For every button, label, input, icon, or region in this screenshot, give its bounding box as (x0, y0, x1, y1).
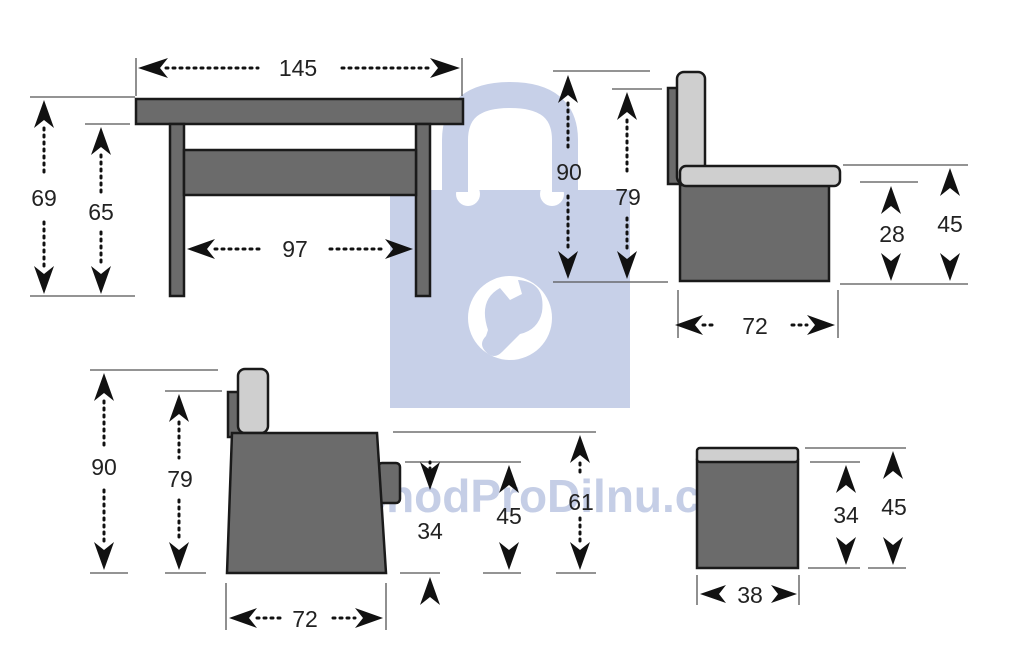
table-apron (182, 148, 418, 197)
stool-drawing (695, 446, 800, 570)
dim-label-90-chair: 90 (91, 454, 117, 480)
sofa-base (678, 183, 831, 283)
dim-label-34-stool: 34 (833, 502, 859, 528)
dim-label-28: 28 (879, 221, 905, 247)
dim-label-45-stool: 45 (881, 494, 907, 520)
dim-sofa-base: 28 (879, 186, 905, 281)
dim-table-under-top: 65 (88, 127, 114, 294)
dim-label-45-chair: 45 (496, 503, 522, 529)
chair-back-cushion (236, 367, 270, 435)
dim-sofa-backrest: 79 (615, 92, 641, 279)
dim-label-65: 65 (88, 199, 114, 225)
dim-chair-armrest: 61 (568, 435, 594, 570)
dim-chair-backrest: 79 (167, 394, 193, 570)
dim-label-79-sofa: 79 (615, 184, 641, 210)
dim-label-97: 97 (282, 236, 308, 262)
stool-base (695, 458, 800, 570)
dim-label-61: 61 (568, 489, 594, 515)
dim-label-90-sofa: 90 (556, 159, 582, 185)
dim-label-145: 145 (279, 55, 317, 81)
dim-label-72-sofa: 72 (742, 313, 768, 339)
table-top (134, 97, 465, 126)
dim-chair-depth: 72 (229, 606, 383, 632)
table-leg-left (168, 122, 186, 298)
dim-chair-lower: 34 (417, 460, 443, 605)
dim-label-45-sofa: 45 (937, 211, 963, 237)
dim-table-height: 69 (31, 100, 57, 294)
dim-sofa-depth: 72 (675, 313, 835, 339)
sofa-drawing (666, 70, 842, 283)
dim-label-38: 38 (737, 582, 763, 608)
chair-body (225, 431, 388, 575)
dim-chair-height: 90 (91, 373, 117, 570)
dim-table-inner-width: 97 (187, 236, 413, 262)
dim-label-72-chair: 72 (292, 606, 318, 632)
dim-label-79-chair: 79 (167, 466, 193, 492)
dim-sofa-seat: 45 (937, 168, 963, 281)
stool-cushion (695, 446, 800, 464)
dim-table-width: 145 (138, 55, 460, 81)
table-drawing (134, 97, 465, 298)
dim-stool-width: 38 (700, 582, 797, 608)
dim-label-69: 69 (31, 185, 57, 211)
dim-label-34-chair: 34 (417, 518, 443, 544)
table-leg-right (414, 122, 432, 298)
dim-chair-seat: 45 (496, 465, 522, 570)
chair-drawing (225, 367, 402, 575)
dim-stool-base: 34 (833, 465, 859, 565)
sofa-seat-cushion (678, 164, 842, 188)
dim-stool-height: 45 (881, 451, 907, 565)
dim-sofa-height: 90 (556, 75, 582, 279)
